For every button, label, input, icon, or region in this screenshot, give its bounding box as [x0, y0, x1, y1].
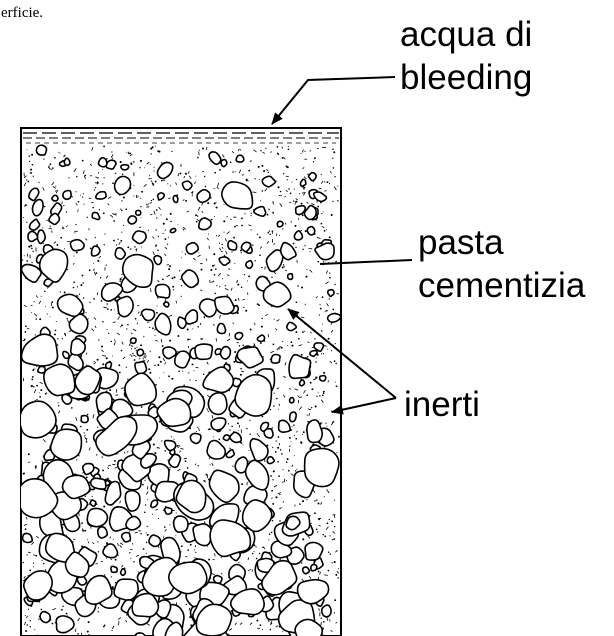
- concrete-column: [18, 128, 341, 636]
- caption-fragment: erficie.: [1, 5, 43, 21]
- label-bleeding-water-line2: bleeding: [400, 58, 532, 97]
- bleeding-arrow: [272, 77, 395, 124]
- label-aggregates: inerti: [404, 385, 480, 424]
- label-bleeding-water-line1: acqua di: [400, 15, 532, 54]
- label-cement-paste-line2: cementizia: [418, 266, 586, 305]
- label-cement-paste-line1: pasta: [418, 223, 504, 262]
